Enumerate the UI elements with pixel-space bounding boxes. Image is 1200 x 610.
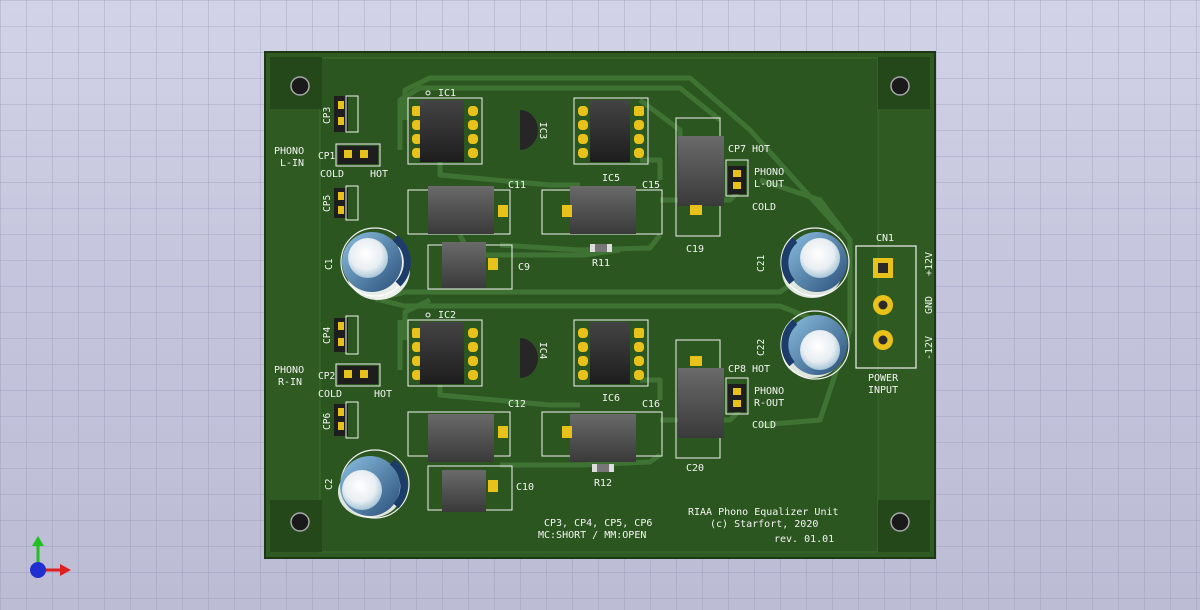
jumper-cp1[interactable]: CP1: [318, 143, 381, 167]
capacitor-c10[interactable]: C10: [427, 465, 534, 512]
capacitor-c20-label: C20: [686, 463, 704, 474]
capacitor-c16[interactable]: C16: [541, 399, 663, 462]
ic-ic5[interactable]: IC5: [573, 97, 649, 184]
capacitor-c15-label: C15: [642, 180, 660, 191]
capacitor-c10-label: C10: [516, 482, 534, 493]
jumper-cp7[interactable]: CP7: [725, 144, 749, 197]
capacitor-c2-label: C2: [324, 479, 335, 490]
connector-cn1[interactable]: CN1 +12V GND -12V POWER INPUT: [855, 233, 935, 396]
resistor-r11-label: R11: [592, 258, 610, 269]
jumper-cp5-label: CP5: [322, 195, 333, 212]
cold-label-r-out: COLD: [752, 420, 776, 431]
ic-ic4[interactable]: IC4: [520, 338, 548, 378]
jumper-cp7-label: CP7: [728, 144, 746, 155]
cold-label-l-in: COLD: [320, 169, 344, 180]
resistor-r11[interactable]: R11: [590, 244, 612, 269]
ic-ic6-label: IC6: [602, 393, 620, 404]
jumper-cp2[interactable]: CP2: [318, 363, 381, 387]
capacitor-c11-label: C11: [508, 180, 526, 191]
ic-ic1[interactable]: IC1: [407, 88, 483, 165]
capacitor-c9-label: C9: [518, 262, 530, 273]
connector-cn1-label: CN1: [876, 233, 894, 244]
board-copyright: (c) Starfort, 2020: [710, 519, 818, 530]
pin-minus12v-label: -12V: [924, 336, 935, 360]
capacitor-c12-label: C12: [508, 399, 526, 410]
phono-r-out-label-1: PHONO: [754, 386, 784, 397]
pin-gnd-label: GND: [924, 296, 935, 314]
capacitor-c12[interactable]: C12: [407, 399, 526, 462]
capacitor-c2[interactable]: C2: [324, 449, 410, 519]
phono-r-in-label-1: PHONO: [274, 365, 304, 376]
phono-r-out-label-2: R-OUT: [754, 398, 784, 409]
board-title: RIAA Phono Equalizer Unit: [688, 507, 839, 518]
power-input-label-2: INPUT: [868, 385, 898, 396]
capacitor-c21-label: C21: [756, 255, 767, 272]
axis-gizmo-icon: [30, 536, 71, 578]
capacitor-c22[interactable]: C22: [756, 310, 850, 380]
cold-label-l-out: COLD: [752, 202, 776, 213]
capacitor-c22-label: C22: [756, 339, 767, 356]
cold-label-r-in: COLD: [318, 389, 342, 400]
jumper-cp5[interactable]: CP5: [322, 185, 359, 221]
capacitor-c19-label: C19: [686, 244, 704, 255]
jumper-cp6[interactable]: CP6: [322, 401, 359, 439]
ic-ic3[interactable]: IC3: [520, 110, 548, 150]
capacitor-c15[interactable]: C15: [541, 180, 663, 235]
capacitor-c1[interactable]: C1: [324, 227, 411, 300]
jumper-cp3-label: CP3: [322, 107, 333, 124]
hot-label-l-in: HOT: [370, 169, 388, 180]
board-revision: rev. 01.01: [774, 534, 834, 545]
capacitor-c21[interactable]: C21: [756, 227, 850, 298]
jumper-note-line-2: MC:SHORT / MM:OPEN: [538, 530, 646, 541]
hot-label-r-out: HOT: [752, 364, 770, 375]
resistor-r12-label: R12: [594, 478, 612, 489]
ic-ic2[interactable]: IC2: [407, 310, 483, 387]
jumper-cp8-label: CP8: [728, 364, 746, 375]
ic-ic6[interactable]: IC6: [573, 319, 649, 404]
capacitor-c19[interactable]: C19: [675, 117, 724, 255]
jumper-cp3[interactable]: CP3: [322, 95, 359, 133]
phono-l-out-label-1: PHONO: [754, 167, 784, 178]
ic-ic3-label: IC3: [537, 122, 548, 139]
jumper-cp4[interactable]: CP4: [322, 315, 359, 355]
hot-label-l-out: HOT: [752, 144, 770, 155]
ic-ic4-label: IC4: [537, 342, 548, 359]
capacitor-c20[interactable]: C20: [675, 339, 724, 474]
capacitor-c9[interactable]: C9: [427, 242, 530, 290]
jumper-note-line-1: CP3, CP4, CP5, CP6: [544, 518, 652, 529]
power-input-label-1: POWER: [868, 373, 899, 384]
jumper-cp2-label: CP2: [318, 371, 335, 382]
ic-ic5-label: IC5: [602, 173, 620, 184]
jumper-cp8[interactable]: CP8: [725, 364, 749, 415]
phono-r-in-label-2: R-IN: [278, 377, 302, 388]
jumper-cp1-label: CP1: [318, 151, 335, 162]
phono-l-in-label-2: L-IN: [280, 158, 304, 169]
resistor-r12[interactable]: R12: [592, 464, 614, 489]
capacitor-c1-label: C1: [324, 258, 335, 270]
pin-plus12v-label: +12V: [924, 252, 935, 276]
capacitor-c16-label: C16: [642, 399, 660, 410]
ic-ic2-label: IC2: [438, 310, 456, 321]
mounting-holes: [270, 57, 930, 552]
jumper-cp6-label: CP6: [322, 413, 333, 430]
phono-l-in-label-1: PHONO: [274, 146, 304, 157]
phono-l-out-label-2: L-OUT: [754, 179, 784, 190]
jumper-cp4-label: CP4: [322, 327, 333, 344]
capacitor-c11[interactable]: C11: [407, 180, 526, 235]
ic-ic1-label: IC1: [438, 88, 456, 99]
hot-label-r-in: HOT: [374, 389, 392, 400]
